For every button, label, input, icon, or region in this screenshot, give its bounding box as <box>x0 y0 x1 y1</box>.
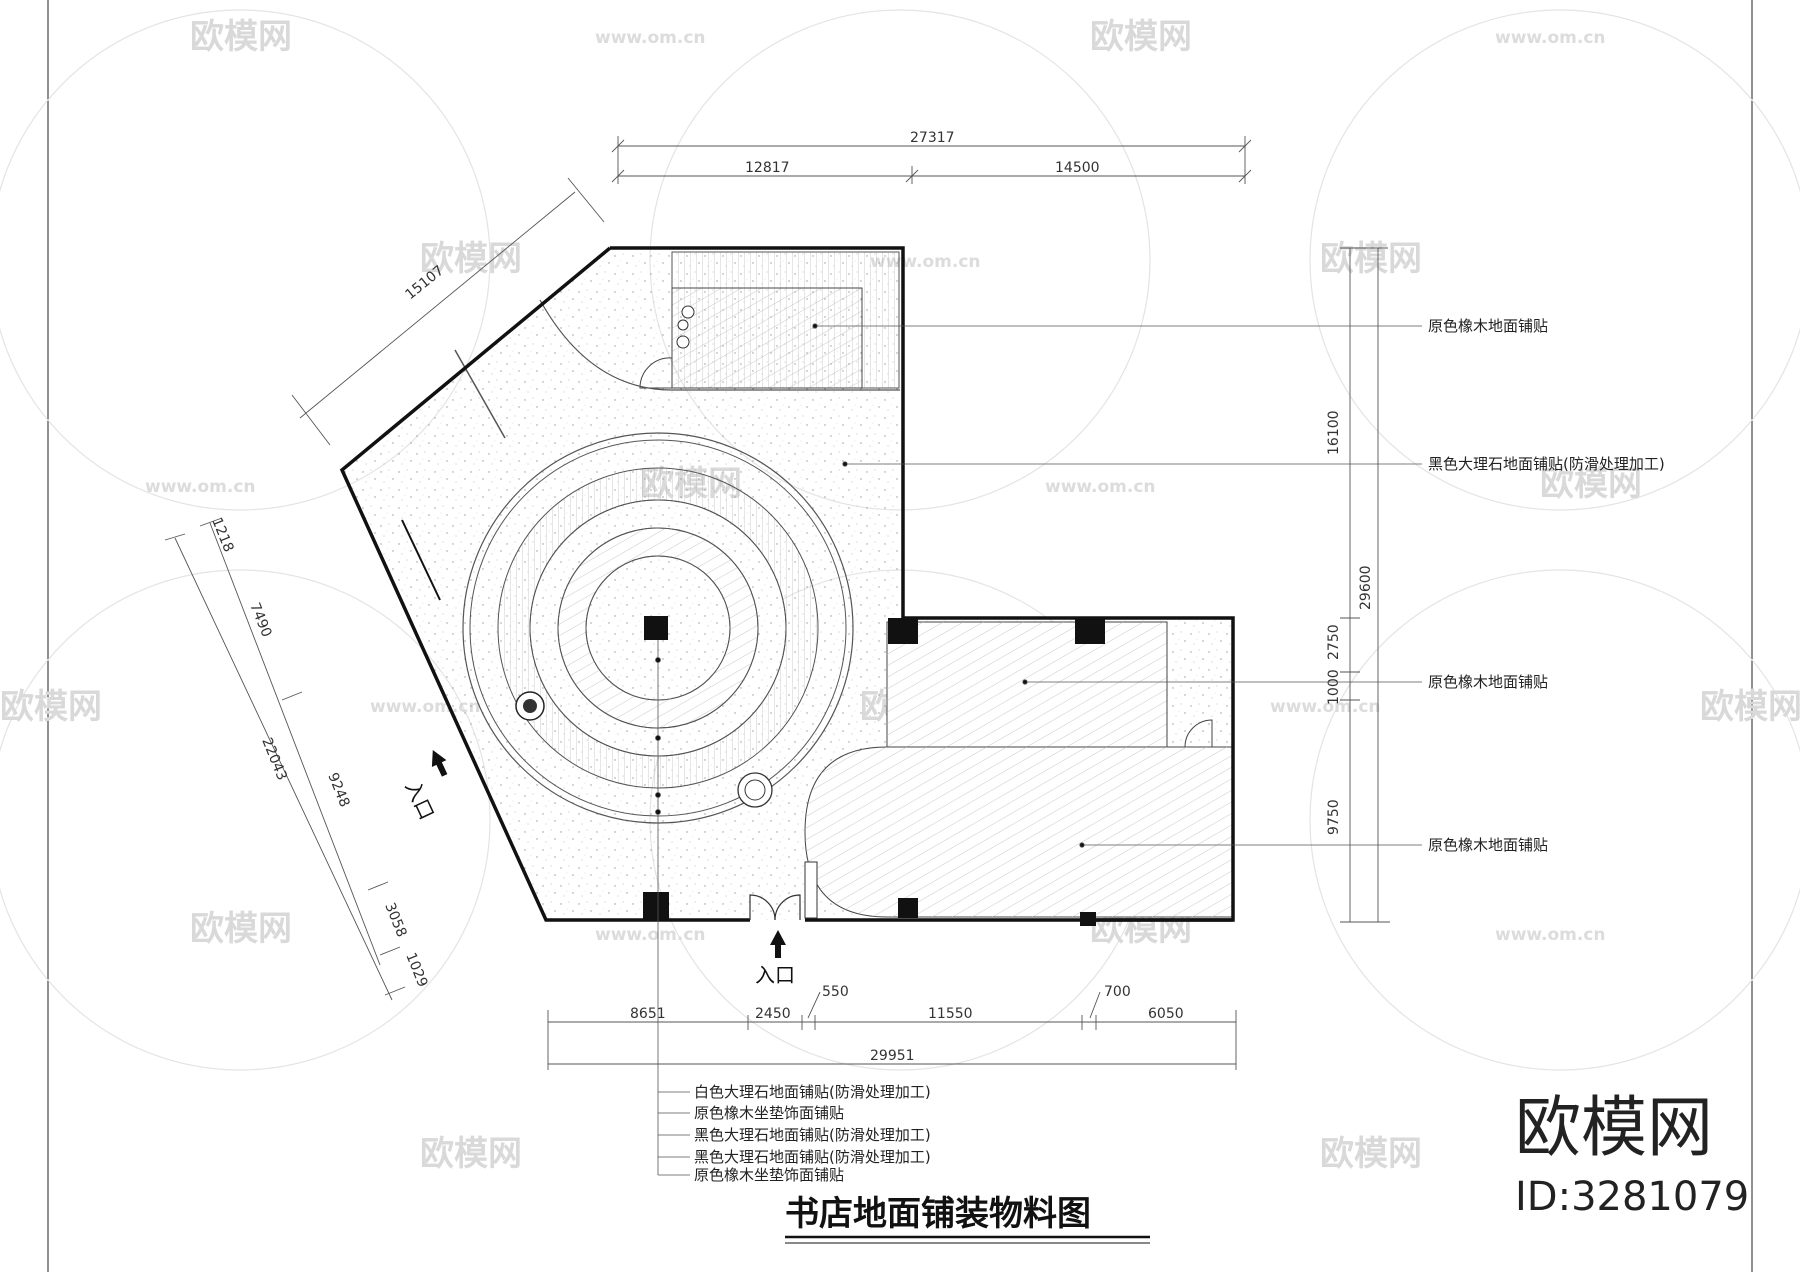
window-line <box>401 519 441 601</box>
dim-right-mid: 2750 <box>1326 624 1342 660</box>
entrance-bottom: 入口 <box>755 930 795 987</box>
entrance-label: 入口 <box>400 777 439 823</box>
watermark-logo: 欧模网 <box>1700 687 1800 727</box>
dim-bottom-f: 6050 <box>1148 1006 1184 1022</box>
dim-top-total: 27317 <box>910 130 955 146</box>
legend-item-5: 原色橡木坐垫饰面铺贴 <box>694 1166 844 1184</box>
dim-right-upper: 16100 <box>1326 410 1342 455</box>
dim-bottom-d: 11550 <box>928 1006 973 1022</box>
oak-room-top-inner <box>671 287 863 389</box>
column <box>888 618 918 644</box>
dim-left-total: 22043 <box>258 736 290 783</box>
round-fixture-right <box>737 772 773 808</box>
dim-bottom-total: 29951 <box>870 1048 915 1064</box>
brand-name: 欧模网 <box>1515 1089 1713 1166</box>
dim-diagonal-top <box>291 177 605 446</box>
entrance-door-left <box>749 894 776 921</box>
dim-left <box>164 517 406 1001</box>
column <box>898 898 918 918</box>
right-leaders <box>812 323 1422 848</box>
legend-item-2: 原色橡木坐垫饰面铺贴 <box>694 1104 844 1122</box>
dim-right <box>1340 247 1390 923</box>
dim-bottom-a: 8651 <box>630 1006 666 1022</box>
oak-room-bottom-fill <box>805 747 1233 917</box>
legend-item-4: 黑色大理石地面铺贴(防滑处理加工) <box>694 1148 931 1166</box>
outer-wall <box>339 246 750 922</box>
material-label-2: 黑色大理石地面铺贴(防滑处理加工) <box>1428 455 1665 473</box>
watermark-logo: 欧模网 <box>190 17 292 57</box>
entrance-arrow-icon <box>770 930 786 958</box>
door-swing <box>1184 719 1213 748</box>
entrance-arrow-icon <box>431 749 448 777</box>
watermark-logo: 欧模网 <box>1320 239 1422 279</box>
watermark-url: www.om.cn <box>1045 477 1156 497</box>
column <box>1075 618 1105 644</box>
dim-bottom-b: 2450 <box>755 1006 791 1022</box>
dim-right-small: 1000 <box>1326 669 1342 705</box>
watermark-logo: 欧模网 <box>1540 464 1642 504</box>
dim-top <box>611 136 1252 184</box>
legend-item-3: 黑色大理石地面铺贴(防滑处理加工) <box>694 1126 931 1144</box>
watermark-logo: 欧模网 <box>190 909 292 949</box>
round-fixture-right-inner <box>744 779 766 801</box>
material-label-4: 原色橡木地面铺贴 <box>1428 836 1548 854</box>
center-leader <box>655 640 661 1175</box>
dim-bottom-c: 550 <box>822 984 849 1000</box>
watermark-logo: 欧模网 <box>1090 17 1192 57</box>
dim-bottom-e: 700 <box>1104 984 1131 1000</box>
watermark-url: www.om.cn <box>1270 697 1381 717</box>
entrance-label: 入口 <box>755 963 795 987</box>
fixture-icon <box>677 319 689 331</box>
watermark-url: www.om.cn <box>1495 28 1606 48</box>
drawing-title: 书店地面铺装物料图 <box>785 1194 1091 1234</box>
dim-left-e: 1029 <box>402 951 430 990</box>
dim-right-total: 29600 <box>1358 565 1374 610</box>
dim-right-lower: 9750 <box>1326 799 1342 835</box>
watermark-url: www.om.cn <box>595 28 706 48</box>
fixture-icon <box>676 335 690 349</box>
dim-bottom <box>547 991 1237 1070</box>
dim-left-b: 7490 <box>246 601 274 640</box>
partition-line <box>454 349 506 439</box>
dim-left-a: 1218 <box>208 516 236 555</box>
fixture-icon <box>681 305 695 319</box>
dim-left-d: 3058 <box>381 901 409 940</box>
round-fixture-left-core <box>523 699 537 713</box>
oak-room-mid-fill <box>887 622 1167 747</box>
legend-item-1: 白色大理石地面铺贴(防滑处理加工) <box>694 1083 931 1101</box>
watermark-url: www.om.cn <box>1495 925 1606 945</box>
entrance-left: 入口 <box>400 749 448 823</box>
entrance-door-right <box>774 894 801 921</box>
watermark-logo: 欧模网 <box>420 1134 522 1174</box>
material-label-1: 原色橡木地面铺贴 <box>1428 317 1548 335</box>
dim-left-c: 9248 <box>324 771 352 810</box>
watermark-logo: 欧模网 <box>1320 1134 1422 1174</box>
brand-id: ID:3281079 <box>1515 1174 1749 1220</box>
watermark-logo: 欧模网 <box>420 239 522 279</box>
material-label-3: 原色橡木地面铺贴 <box>1428 673 1548 691</box>
column <box>643 892 669 920</box>
dim-top-left: 12817 <box>745 160 790 176</box>
bottom-leaders <box>658 1091 690 1176</box>
center-column <box>644 616 668 640</box>
watermark-url: www.om.cn <box>595 925 706 945</box>
curved-wall <box>539 299 900 391</box>
door-jamb <box>804 861 818 919</box>
dim-top-right: 14500 <box>1055 160 1100 176</box>
watermark-url: www.om.cn <box>145 477 256 497</box>
watermark-logo: 欧模网 <box>0 687 102 727</box>
